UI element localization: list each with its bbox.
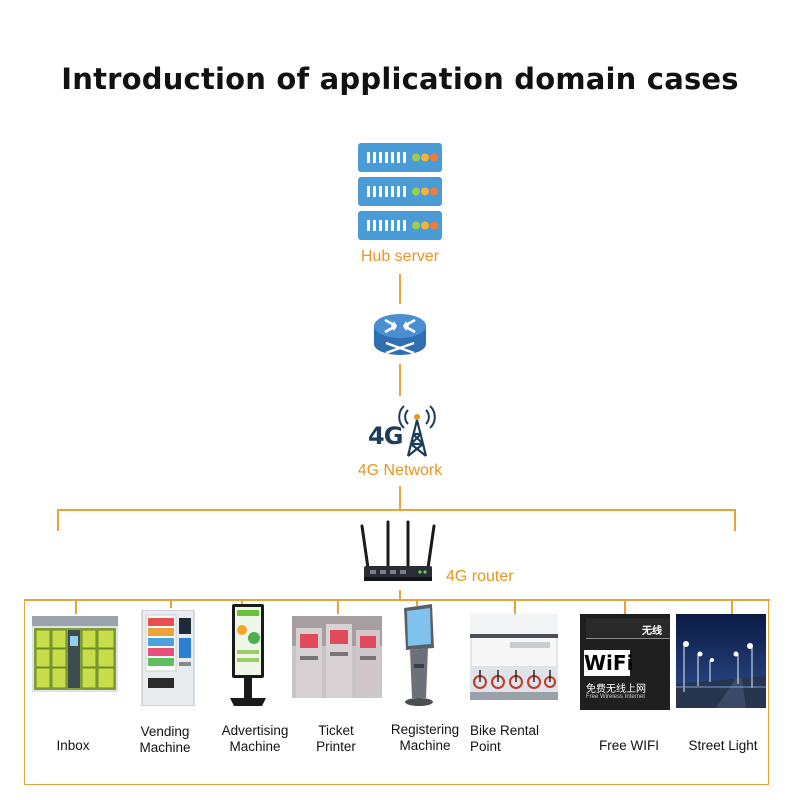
label-street-light: Street Light: [688, 738, 758, 753]
page-title: Introduction of application domain cases: [61, 62, 739, 96]
registering-machine-image: [404, 604, 434, 706]
server-icon: [358, 143, 442, 240]
hub-server-label: Hub server: [360, 248, 440, 265]
ticket-printer-image: [292, 616, 382, 698]
router-icon: [374, 314, 426, 355]
free-wifi-image: 无线 WiFi 免费无线上网 Free Wireless Internet: [580, 614, 670, 710]
drop-bike: [514, 600, 516, 614]
vending-machine-image: [141, 610, 195, 706]
bike-rental-image: [470, 614, 558, 700]
label-registering-machine: Registering Machine: [390, 722, 460, 753]
drop-wifi: [624, 600, 626, 614]
drop-ticket: [337, 600, 339, 614]
network-4g-text: 4G: [368, 422, 403, 450]
bus-left-drop: [57, 509, 59, 531]
wifi-sign-en-small: Free Wireless Internet: [586, 694, 646, 700]
label-bike-rental-point: Bike Rental Point: [470, 723, 540, 754]
bus-right-drop: [734, 509, 736, 531]
wifi-sign-main: WiFi: [584, 650, 634, 676]
network-bus-line: [58, 509, 736, 511]
network-label: 4G Network: [357, 462, 443, 479]
street-light-image: [676, 614, 766, 708]
4g-router-device: [360, 520, 436, 581]
label-advertising-machine: Advertising Machine: [221, 723, 289, 754]
device-bus-line: [24, 599, 770, 601]
drop-inbox: [75, 600, 77, 614]
label-vending-machine: Vending Machine: [139, 724, 191, 755]
drop-advertising: [241, 600, 243, 606]
drop-vending: [170, 600, 172, 608]
connector-network-bus: [399, 486, 401, 510]
label-ticket-printer: Ticket Printer: [316, 723, 356, 754]
network-4g-icon: 4G: [368, 400, 440, 458]
wifi-sign-cn-top: 无线: [642, 626, 662, 637]
wifi-sign-cn-bottom: 免费无线上网: [586, 684, 646, 695]
4g-router-label: 4G router: [446, 568, 514, 585]
advertising-machine-image: [230, 604, 266, 706]
label-free-wifi: Free WIFI: [599, 738, 659, 753]
router-bus-connector: [399, 590, 401, 600]
drop-streetlight: [731, 600, 733, 614]
inbox-image: [32, 616, 118, 692]
connector-router-network: [399, 364, 401, 396]
drop-registering: [416, 600, 418, 606]
connector-server-router: [399, 274, 401, 304]
label-inbox: Inbox: [56, 738, 90, 753]
devices-frame: [24, 599, 769, 785]
tower-icon: [398, 405, 436, 457]
